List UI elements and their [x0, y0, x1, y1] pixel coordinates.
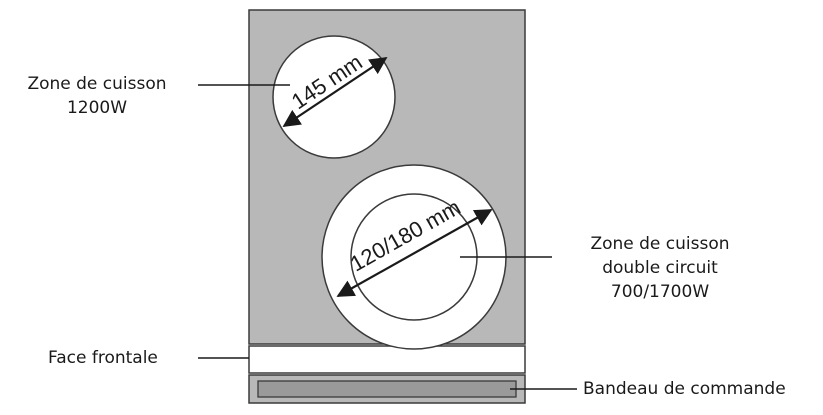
- label-zone-large-line1: Zone de cuisson: [590, 234, 730, 254]
- label-zone-large: Zone de cuisson double circuit 700/1700W: [560, 232, 760, 304]
- label-zone-small-line2: 1200W: [66, 98, 128, 118]
- front-face-strip: [248, 345, 526, 374]
- label-zone-large-line2: double circuit: [602, 258, 718, 278]
- label-zone-small-line1: Zone de cuisson: [27, 74, 167, 94]
- label-zone-small: Zone de cuisson 1200W: [8, 72, 186, 120]
- label-bandeau: Bandeau de commande: [583, 379, 786, 399]
- large-zone-dimension-arrow: [336, 209, 493, 297]
- small-zone-dimension-arrow: [282, 57, 388, 127]
- label-face-frontale: Face frontale: [48, 348, 158, 368]
- control-panel-bar: [257, 380, 517, 398]
- label-zone-large-line3: 700/1700W: [610, 282, 710, 302]
